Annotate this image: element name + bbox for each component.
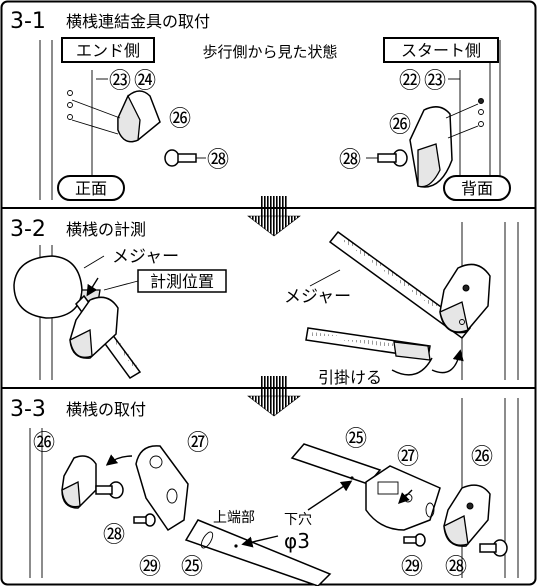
hole [166,488,178,504]
down-arrow-2 [247,376,301,417]
hole [67,102,73,108]
tape-blade-long [328,230,472,340]
screw-29 [133,513,156,527]
callout-23: ㉓ [424,69,446,94]
bracket-face [117,94,141,143]
leader [103,280,139,291]
hole [478,98,484,104]
measure-label: メジャー [112,247,179,267]
section-3-1: 3-1 横桟連結金具の取付 エンド側 歩行側から見た状態 スタート側 ㉓ [10,9,511,201]
pilot-hole [234,544,238,548]
front-label: 正面 [75,179,107,198]
callout-28: ㉘ [207,148,229,173]
bracket-face [61,480,81,508]
connector-27-left [135,445,189,532]
slot [377,481,399,495]
leader [445,103,479,119]
screw-28 [95,481,124,499]
hole-diameter: φ3 [284,529,310,553]
screw-28-left [164,149,206,167]
hole [149,455,163,469]
front-pill [57,175,125,201]
back-pill [443,175,511,201]
step-number: 3-1 [10,9,46,34]
callout-24: ㉔ [134,69,156,94]
callout-28: ㉘ [445,555,467,580]
screw-28-right [366,149,408,167]
leader [83,255,105,269]
bracket-face [417,143,441,188]
callout-22: ㉒ [399,69,421,94]
callout-27: ㉗ [187,431,209,456]
measure-label: メジャー [284,287,351,307]
end-side-label: エンド側 [76,41,140,60]
leader [71,119,119,135]
hook-label: 引掛ける [318,368,382,387]
section-title: 横桟の計測 [66,220,146,239]
section-title: 横桟連結金具の取付 [66,12,210,31]
callout-27: ㉗ [397,445,419,470]
hook-arrow [391,357,433,376]
rail-25-left [184,519,332,586]
leader [71,99,121,119]
leader [447,125,479,139]
down-arrow-1 [247,196,301,237]
hook-arrow [431,349,464,374]
direction-arrow [398,489,413,504]
callout-26: ㉖ [471,445,493,470]
bracket-face [69,328,93,358]
pointer-arrow [86,277,99,297]
hole [425,502,435,518]
hole [459,319,465,325]
callout-29: ㉙ [139,555,161,580]
upper-end-label: 上端部 [213,510,255,526]
hole [462,284,470,292]
section-3-2: 3-2 横桟の計測 メジャー 計測位置 メジャー [10,217,519,387]
step-number: 3-3 [10,397,46,422]
pilot-hole [350,476,354,480]
section-3-3: 3-3 横桟の取付 上端部 下穴 φ3 [10,397,519,586]
screw-28-right [479,539,508,557]
hole [67,90,73,96]
start-side-label: スタート側 [401,41,481,60]
leader-arrow [241,535,279,548]
leader [309,269,341,287]
hole [67,114,73,120]
hole [478,109,484,115]
screw-29-right [403,533,426,547]
bracket-face [443,515,469,546]
rail-25-right [290,443,382,485]
callout-29: ㉙ [401,555,423,580]
callout-26: ㉖ [33,431,55,456]
tape-measure-case [13,255,83,319]
callout-26: ㉖ [169,107,191,132]
direction-arrow [105,454,133,466]
back-label: 背面 [461,179,493,198]
callout-28: ㉘ [339,148,361,173]
tape-hook [393,341,431,361]
hole [466,502,474,510]
callout-26: ㉖ [389,113,411,138]
callout-25: ㉕ [345,427,367,452]
rail-hole [200,531,214,549]
step-number: 3-2 [10,217,46,242]
callout-23: ㉓ [109,69,131,94]
position-label: 計測位置 [150,272,214,291]
connector-27-right [365,465,441,531]
leader-arrow [307,480,353,511]
state-caption: 歩行側から見た状態 [202,43,337,61]
section-title: 横桟の取付 [66,400,146,419]
end-side-box [61,37,155,63]
hole-label: 下穴 [284,512,312,528]
start-side-box [383,37,499,63]
callout-28: ㉘ [103,523,125,548]
callout-25: ㉕ [181,555,203,580]
hole [478,121,484,127]
